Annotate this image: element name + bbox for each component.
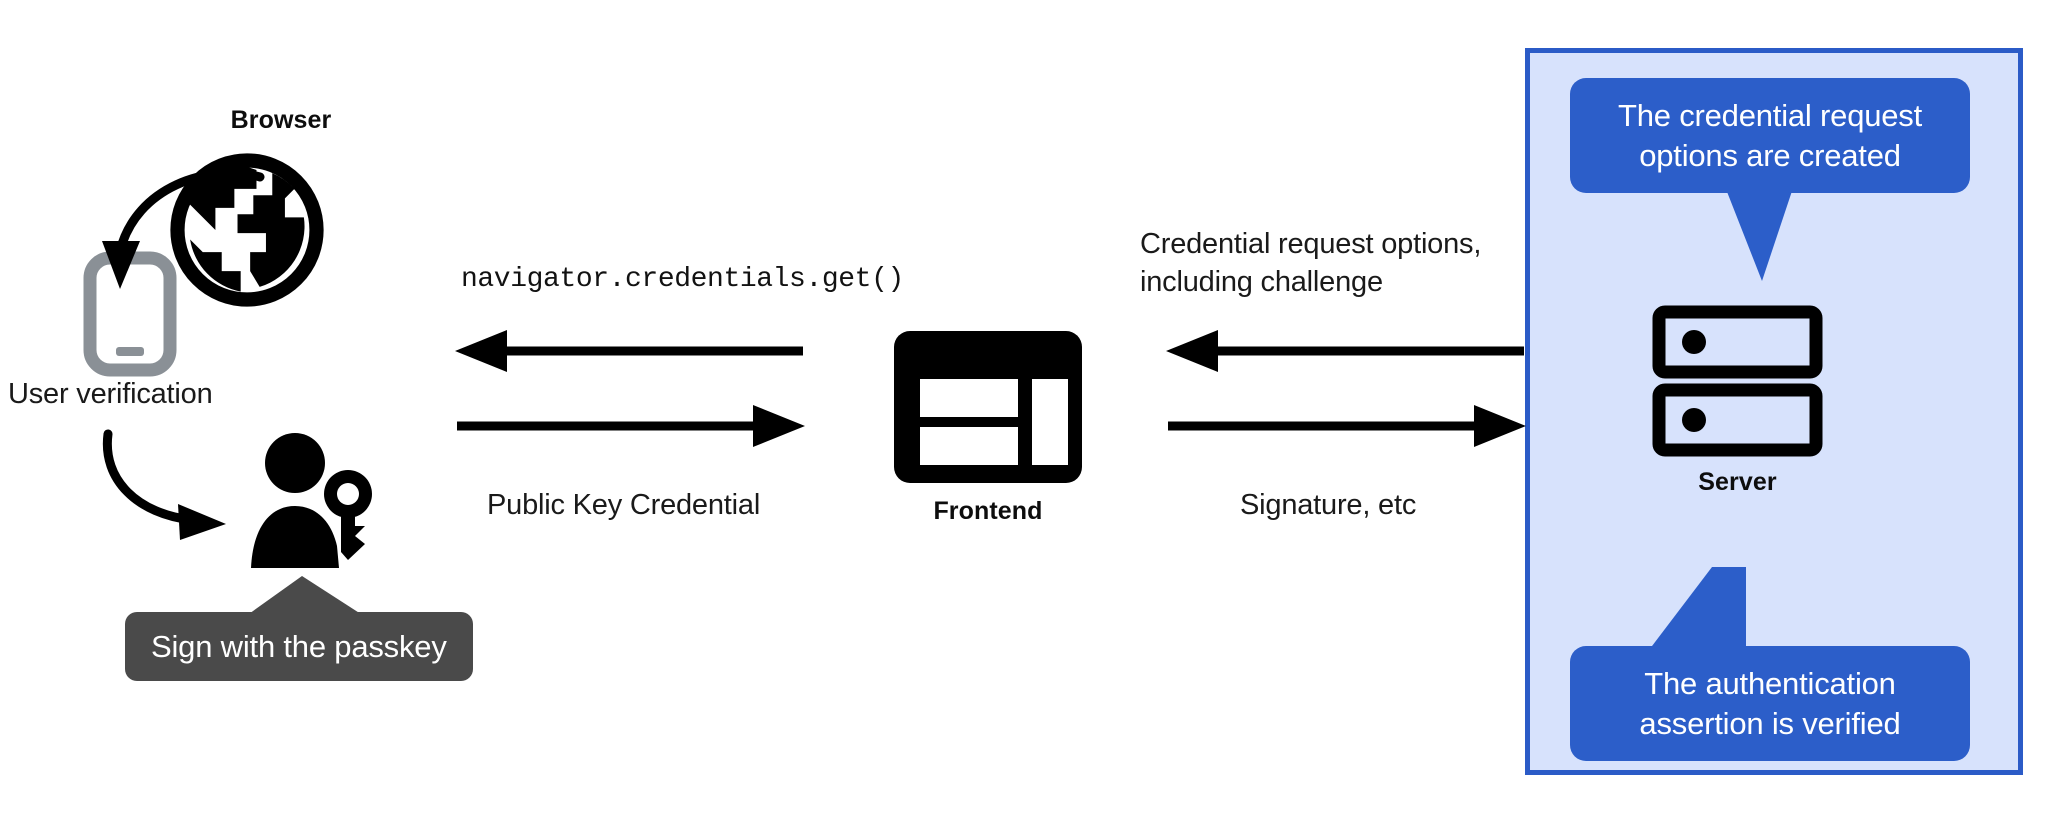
verification-arrow-in: [70, 165, 270, 305]
passkey-tooltip-tail: [246, 576, 366, 616]
arrow-frontend-to-server: [1166, 405, 1526, 447]
browser-label: Browser: [230, 106, 332, 134]
bottom-callout: The authentication assertion is verified: [1570, 646, 1970, 762]
arrow-server-to-frontend: [1166, 330, 1526, 372]
top-callout: The credential request options are creat…: [1570, 78, 1970, 194]
server-rack-icon: [1652, 305, 1823, 457]
layout-icon: [890, 327, 1086, 487]
person-with-key-icon: [249, 430, 379, 570]
verification-arrow-out: [100, 428, 280, 548]
server-label: Server: [1698, 468, 1777, 496]
message-label-signature: Signature, etc: [1240, 489, 1417, 521]
globe-icon: [168, 151, 326, 309]
message-label-get: navigator.credentials.get(): [461, 264, 904, 295]
message-label-credential-request-options: Credential request options, includ​ing c…: [1140, 228, 1482, 299]
arrow-browser-to-frontend: [455, 405, 805, 447]
top-callout-tail: [1610, 173, 1810, 283]
message-label-public-key-credential: Public Key Credential: [487, 489, 761, 521]
user-verification-label: User verification: [8, 378, 213, 410]
arrow-frontend-to-browser: [455, 330, 805, 372]
passkey-tooltip: Sign with the passkey: [125, 612, 473, 682]
frontend-label: Frontend: [933, 497, 1043, 525]
